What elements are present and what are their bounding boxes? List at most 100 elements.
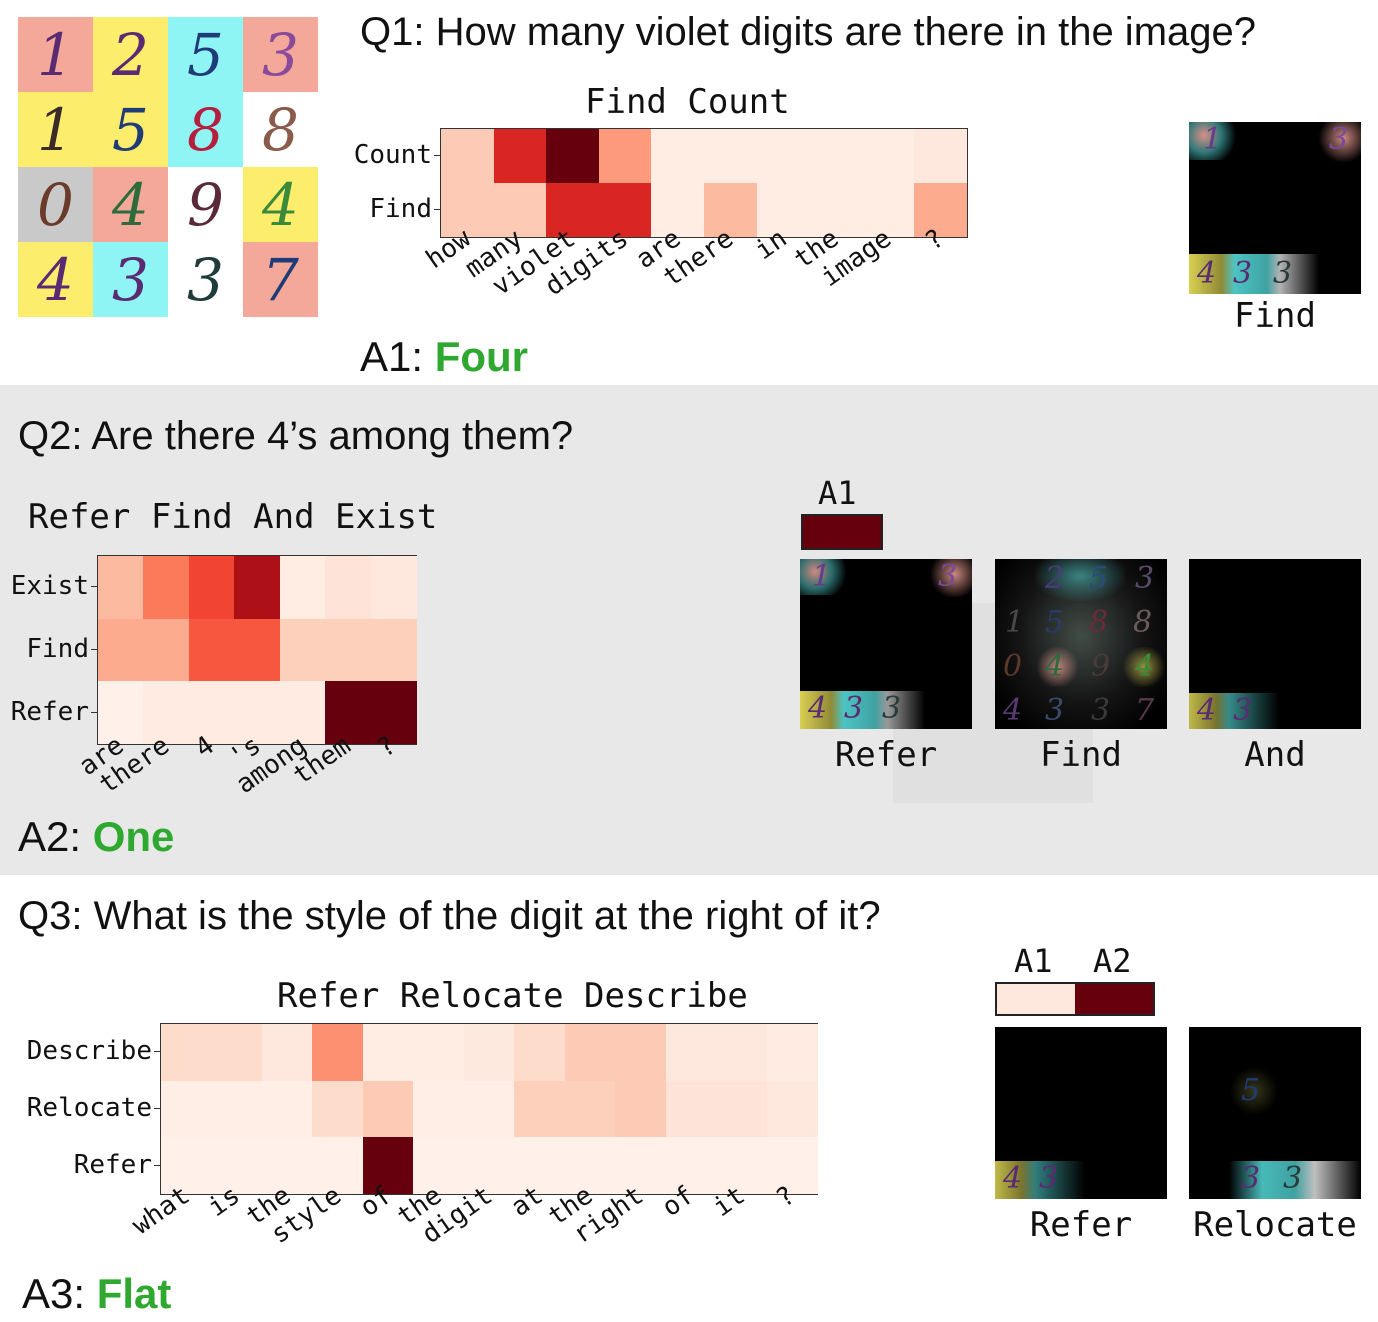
q3-refer-attention-map: 4 3 bbox=[995, 1027, 1167, 1199]
heatmap-row-label: Refer bbox=[0, 696, 97, 728]
heatmap-cell bbox=[716, 1024, 768, 1081]
heatmap-cell bbox=[861, 183, 915, 237]
heatmap-cell bbox=[861, 129, 915, 183]
mnist-digit-cell: 8 bbox=[168, 92, 243, 167]
heatmap-cell bbox=[766, 1024, 818, 1081]
heatmap-cell bbox=[716, 1080, 768, 1138]
q2-question: Q2: Are there 4’s among them? bbox=[18, 414, 574, 458]
q3-answer: A3: Flat bbox=[22, 1270, 171, 1318]
heatmap-cell bbox=[716, 1137, 768, 1195]
q2-panel-label-find: Find bbox=[1040, 735, 1122, 775]
heatmap-cell bbox=[362, 1024, 414, 1081]
heatmap-row-label: Find bbox=[272, 193, 440, 225]
q1-panel-label-find: Find bbox=[1234, 296, 1316, 336]
heatmap-cell bbox=[312, 1024, 364, 1081]
heatmap-cell bbox=[756, 183, 810, 237]
heatmap-cell bbox=[211, 1137, 263, 1195]
heatmap-cell bbox=[598, 129, 652, 183]
heatmap-cell bbox=[279, 681, 326, 745]
heatmap-cell bbox=[143, 681, 190, 745]
heatmap-cell bbox=[564, 1080, 616, 1138]
heatmap-cell bbox=[161, 1137, 212, 1195]
q1-layout-title: Find Count bbox=[585, 82, 790, 122]
heatmap-cell bbox=[463, 1024, 515, 1081]
heatmap-cell bbox=[766, 1137, 818, 1195]
heatmap-cell bbox=[651, 183, 705, 237]
heatmap-cell bbox=[161, 1080, 212, 1138]
mnist-digit-cell: 4 bbox=[18, 242, 93, 317]
q1-answer-value: Four bbox=[434, 333, 529, 380]
heatmap-cell bbox=[615, 1137, 667, 1195]
heatmap-cell bbox=[362, 1080, 414, 1138]
q3-heatmap bbox=[160, 1023, 818, 1195]
mnist-digit-cell: 9 bbox=[168, 167, 243, 242]
heatmap-cell bbox=[598, 183, 652, 237]
heatmap-cell bbox=[211, 1080, 263, 1138]
q2-find-attention-map: 2 5 3 1 5 8 8 0 4 9 4 4 3 3 7 bbox=[995, 559, 1167, 729]
q3-answer-attention-bar bbox=[995, 982, 1155, 1016]
q3-answer-prefix: A3: bbox=[22, 1270, 86, 1317]
heatmap-cell bbox=[756, 129, 810, 183]
heatmap-cell bbox=[312, 1080, 364, 1138]
q2-heatmap bbox=[97, 555, 417, 745]
heatmap-row-label: Relocate bbox=[0, 1092, 160, 1124]
q2-panel-label-and: And bbox=[1244, 735, 1306, 775]
heatmap-cell bbox=[188, 556, 235, 619]
heatmap-cell bbox=[665, 1024, 717, 1081]
q3-relocate-attention-map: 5 3 3 bbox=[1189, 1027, 1361, 1199]
attention-segment bbox=[1075, 984, 1153, 1014]
attention-segment bbox=[803, 516, 881, 548]
heatmap-cell bbox=[143, 618, 190, 682]
q1-question: Q1: How many violet digits are there in … bbox=[360, 10, 1256, 54]
heatmap-cell bbox=[312, 1137, 364, 1195]
q3-question: Q3: What is the style of the digit at th… bbox=[18, 894, 881, 938]
heatmap-cell bbox=[463, 1137, 515, 1195]
heatmap-cell bbox=[98, 556, 144, 619]
heatmap-cell bbox=[370, 556, 417, 619]
heatmap-row-label: Refer bbox=[0, 1149, 160, 1181]
heatmap-cell bbox=[704, 129, 757, 183]
q2-panel-label-refer: Refer bbox=[834, 735, 938, 775]
heatmap-cell bbox=[615, 1024, 667, 1081]
heatmap-cell bbox=[441, 129, 494, 183]
heatmap-cell bbox=[413, 1024, 465, 1081]
heatmap-cell bbox=[514, 1137, 566, 1195]
q2-answer: A2: One bbox=[18, 813, 174, 861]
heatmap-cell bbox=[441, 183, 494, 237]
heatmap-cell bbox=[143, 556, 190, 619]
heatmap-cell bbox=[234, 618, 281, 682]
heatmap-row-label: Exist bbox=[0, 570, 97, 602]
heatmap-cell bbox=[98, 618, 144, 682]
mnist-digit-cell: 3 bbox=[93, 242, 168, 317]
heatmap-cell bbox=[261, 1024, 313, 1081]
heatmap-cell bbox=[261, 1080, 313, 1138]
q2-refer-attention-map: 1 3 4 3 3 bbox=[800, 559, 972, 729]
q3-panel-label-refer: Refer bbox=[1029, 1205, 1133, 1245]
heatmap-cell bbox=[564, 1137, 616, 1195]
mnist-digit-cell: 5 bbox=[168, 17, 243, 92]
heatmap-row-label: Describe bbox=[0, 1035, 160, 1067]
heatmap-cell bbox=[665, 1137, 717, 1195]
heatmap-cell bbox=[413, 1080, 465, 1138]
heatmap-cell bbox=[665, 1080, 717, 1138]
q3-attention-label-a2: A2 bbox=[1093, 942, 1132, 980]
mnist-digit-cell: 0 bbox=[18, 167, 93, 242]
mnist-digit-cell: 5 bbox=[93, 92, 168, 167]
heatmap-cell bbox=[325, 556, 372, 619]
attention-segment bbox=[997, 984, 1075, 1014]
q1-answer-prefix: A1: bbox=[360, 333, 424, 380]
mnist-digit-cell: 7 bbox=[243, 242, 318, 317]
heatmap-cell bbox=[514, 1080, 566, 1138]
heatmap-cell bbox=[279, 618, 326, 682]
heatmap-row-label: Count bbox=[272, 139, 440, 171]
mnist-digit-cell: 3 bbox=[243, 17, 318, 92]
heatmap-cell bbox=[809, 183, 863, 237]
heatmap-cell bbox=[325, 618, 372, 682]
heatmap-cell bbox=[370, 681, 417, 745]
heatmap-cell bbox=[188, 618, 235, 682]
heatmap-cell bbox=[914, 183, 968, 237]
heatmap-cell bbox=[546, 129, 600, 183]
heatmap-cell bbox=[234, 556, 281, 619]
mnist-digit-cell: 1 bbox=[18, 17, 93, 92]
